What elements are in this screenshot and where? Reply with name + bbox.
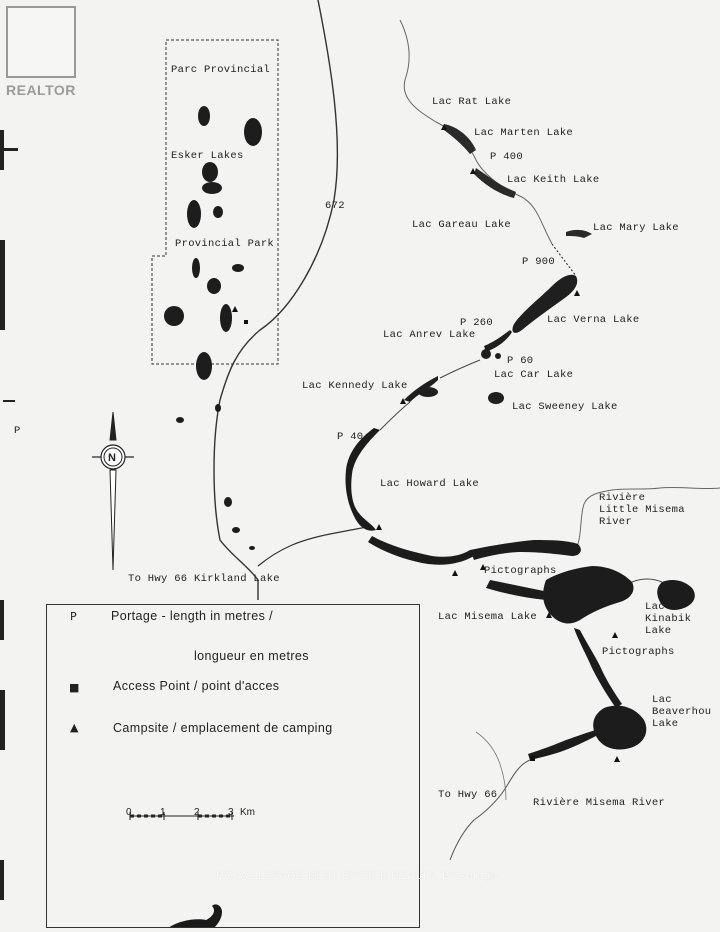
highway-672-label: 672 bbox=[325, 200, 345, 212]
brokerage-watermark: ROYAL LEPAGE BEST CHOICE REALTY, Brokera… bbox=[216, 870, 498, 882]
legend-portage-symbol: P bbox=[70, 610, 77, 623]
lake-rat-label: Lac Rat Lake bbox=[432, 96, 512, 108]
portage-p400-label: P 400 bbox=[490, 151, 524, 163]
lake-marten-label: Lac Marten Lake bbox=[474, 127, 574, 139]
scale-bar bbox=[129, 812, 234, 820]
campsite-markers bbox=[232, 124, 620, 762]
lake-beaverhouse-label-2: Beaverhou bbox=[652, 706, 712, 718]
lake-kinabik-label-3: Lake bbox=[645, 625, 672, 637]
portage-p60-label: P 60 bbox=[507, 355, 534, 367]
misema-river bbox=[449, 759, 531, 861]
to-hwy66-label: To Hwy 66 bbox=[438, 789, 498, 801]
portage-p900 bbox=[551, 243, 577, 277]
scale-tick-2: 2 bbox=[194, 807, 200, 818]
park-label-line1: Parc Provincial bbox=[171, 64, 271, 76]
legend-campsite-label: Campsite / emplacement de camping bbox=[113, 721, 333, 735]
misema-river-west bbox=[475, 731, 507, 801]
river-little-misema-label-1: Rivière bbox=[599, 492, 646, 504]
park-lakes bbox=[164, 106, 262, 550]
lake-car-label: Lac Car Lake bbox=[494, 369, 574, 381]
lake-beaverhouse-label-3: Lake bbox=[652, 718, 679, 730]
lake-beaverhouse-label: Lac Beaverhou Lake bbox=[652, 694, 711, 730]
legend-campsite-symbol: ▲ bbox=[70, 721, 79, 734]
lake-keith-label: Lac Keith Lake bbox=[507, 174, 600, 186]
highway-672 bbox=[213, 0, 339, 600]
lake-mary-label: Lac Mary Lake bbox=[593, 222, 679, 234]
lake-sweeney-label: Lac Sweeney Lake bbox=[512, 401, 618, 413]
access-point-markers bbox=[244, 320, 535, 761]
lake-howard-label: Lac Howard Lake bbox=[380, 478, 480, 490]
river-little-misema-label-2: Little Misema bbox=[599, 504, 685, 516]
little-misema-river bbox=[577, 486, 720, 545]
verna-lake bbox=[512, 274, 578, 333]
portage-p40-label: P 40 bbox=[337, 431, 364, 443]
legend-access-label: Access Point / point d'acces bbox=[113, 679, 280, 693]
realtor-logo: REALTOR bbox=[6, 6, 78, 102]
scale-unit: Km bbox=[240, 807, 255, 818]
park-label-line2: Esker Lakes bbox=[171, 150, 244, 162]
river-misema-label: Rivière Misema River bbox=[533, 797, 666, 809]
north-lakes bbox=[444, 124, 592, 238]
access-road bbox=[257, 525, 373, 567]
kennedy-to-howard bbox=[379, 401, 411, 431]
left-edge-marks bbox=[0, 130, 18, 900]
legend-access-symbol: ■ bbox=[69, 681, 80, 694]
river-little-misema-label: Rivière Little Misema River bbox=[599, 492, 685, 528]
river-little-misema-label-3: River bbox=[599, 516, 633, 528]
lake-misema-label: Lac Misema Lake bbox=[438, 611, 538, 623]
misema-chain bbox=[368, 536, 695, 760]
pictographs-label-1: Pictographs bbox=[484, 565, 557, 577]
lake-gareau-label: Lac Gareau Lake bbox=[412, 219, 512, 231]
kinabik-stream bbox=[631, 578, 663, 583]
lake-kinabik-label: Lac Kinabik Lake bbox=[645, 601, 691, 637]
compass-rose bbox=[92, 411, 134, 571]
realtor-logo-text: REALTOR bbox=[6, 82, 76, 98]
lake-kinabik-label-2: Kinabik bbox=[645, 613, 692, 625]
scale-tick-3: 3 bbox=[228, 807, 234, 818]
kennedy-stream bbox=[439, 359, 481, 379]
loon-drawing bbox=[168, 904, 222, 928]
legend-portage-line2: longueur en metres bbox=[194, 649, 309, 663]
pictographs-label-2: Pictographs bbox=[602, 646, 675, 658]
lake-beaverhouse-label-1: Lac bbox=[652, 694, 672, 706]
realtor-logo-mark bbox=[6, 6, 76, 78]
to-hwy66-kirkland-label: To Hwy 66 Kirkland Lake bbox=[128, 573, 280, 585]
howard-lake bbox=[345, 428, 380, 531]
scale-tick-0: 0 bbox=[126, 807, 132, 818]
park-boundary bbox=[151, 39, 279, 365]
legend-box bbox=[46, 604, 420, 928]
lake-anrev-label: Lac Anrev Lake bbox=[383, 329, 476, 341]
lake-kennedy-label: Lac Kennedy Lake bbox=[302, 380, 408, 392]
compass-north-letter: N bbox=[108, 452, 116, 464]
portage-p260-label: P 260 bbox=[460, 317, 494, 329]
lake-kinabik-label-1: Lac bbox=[645, 601, 665, 613]
lake-verna-label: Lac Verna Lake bbox=[547, 314, 640, 326]
central-lakes bbox=[404, 330, 512, 404]
portage-p900-label: P 900 bbox=[522, 256, 556, 268]
legend-portage-line1: Portage - length in metres / bbox=[111, 609, 273, 623]
scale-tick-1: 1 bbox=[160, 807, 166, 818]
park-label-line3: Provincial Park bbox=[175, 238, 275, 250]
edge-letter: P bbox=[14, 425, 21, 437]
